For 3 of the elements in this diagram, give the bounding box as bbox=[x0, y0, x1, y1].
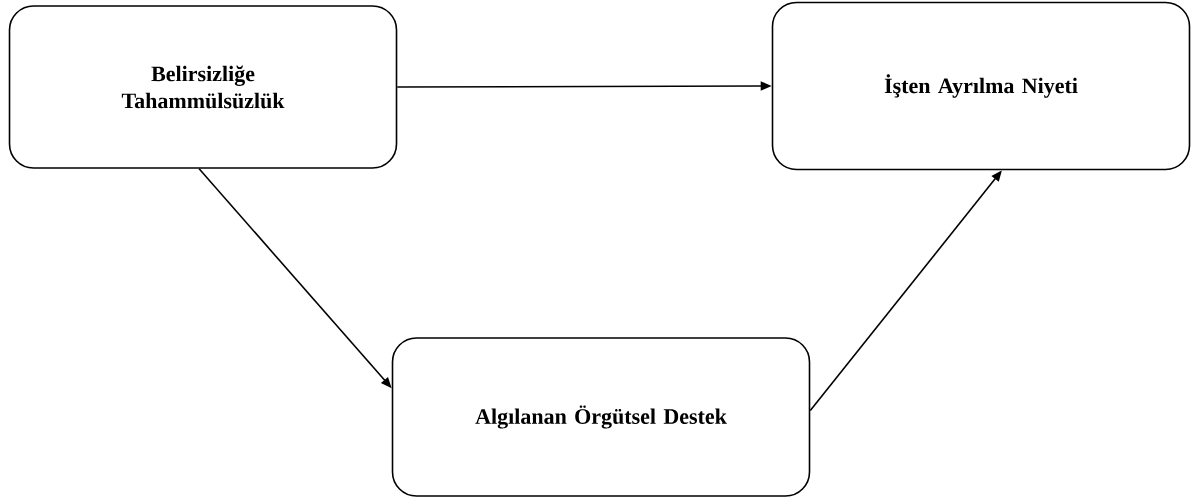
process-box: Belirsizliğe Tahammülsüzlük bbox=[8, 5, 398, 169]
process-box: Algılanan Örgütsel Destek bbox=[391, 337, 811, 497]
process-box: İşten Ayrılma Niyeti bbox=[771, 1, 1191, 171]
